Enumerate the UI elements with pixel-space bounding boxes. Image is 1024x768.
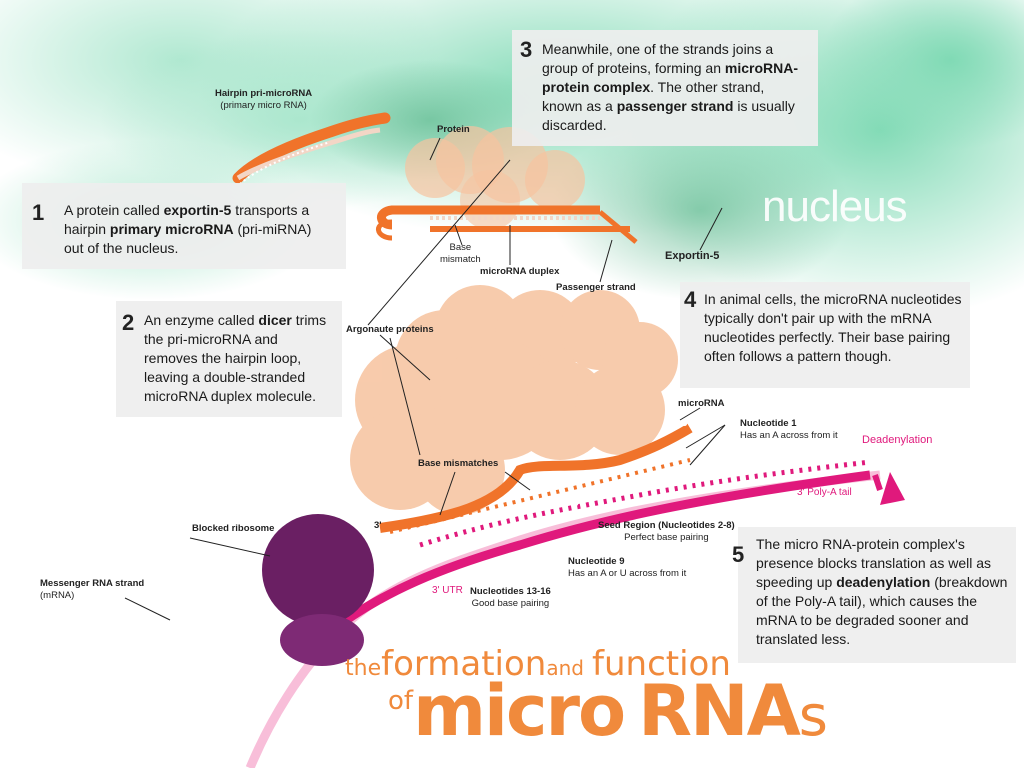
letter-u-label: U (572, 498, 579, 509)
protein-label: Protein (437, 124, 470, 135)
polya-tail-arrows (872, 472, 905, 505)
mrna-strand (245, 459, 881, 768)
base-mismatches-label: Base mismatches (418, 458, 499, 469)
microrna-duplex-label: microRNA duplex (480, 266, 560, 277)
step-1-box: 1 A protein called exportin-5 transports… (22, 183, 346, 269)
utr-label: 3' UTR (432, 585, 463, 596)
step-4-number: 4 (684, 287, 697, 312)
microrna-strand (379, 423, 693, 534)
step-1-number: 1 (32, 200, 45, 225)
step-5-number: 5 (732, 542, 745, 567)
step-3-number: 3 (520, 37, 533, 62)
five-prime-label: 5' (682, 418, 690, 429)
deadenylation-label: Deadenylation (862, 434, 933, 446)
hairpin-label: Hairpin pri-microRNA(primary micro RNA) (215, 88, 313, 111)
letter-a-label: A (680, 462, 687, 473)
step-5-text: The micro RNA-protein complex's presence… (756, 536, 1008, 647)
three-prime-label: 3' (374, 520, 382, 531)
step-2-text: An enzyme called dicer trims the pri-mic… (144, 312, 327, 404)
step-1-text: A protein called exportin-5 transports a… (64, 202, 312, 256)
callout-lines (124, 137, 726, 621)
blocked-ribosome-label: Blocked ribosome (192, 523, 275, 534)
microrna-duplex-graphic (376, 205, 638, 244)
seed-region-label: Seed Region (Nucleotides 2-8)Perfect bas… (598, 520, 735, 543)
base-mismatch-label: Base mismatch (440, 242, 481, 265)
step-5-box: 5 The micro RNA-protein complex's presen… (732, 527, 1016, 663)
exportin-protein (405, 126, 585, 230)
step-2-number: 2 (122, 310, 135, 335)
polya-label: 3' Poly-A tail (797, 487, 852, 498)
step-3-box: 3 Meanwhile, one of the strands joins a … (512, 30, 818, 146)
exportin5-label: Exportin-5 (665, 250, 720, 262)
passenger-strand-label: Passenger strand (556, 282, 636, 293)
step-4-text: In animal cells, the microRNA nucleotide… (704, 291, 962, 364)
step-4-box: 4 In animal cells, the microRNA nucleoti… (680, 282, 970, 388)
hairpin-pri-microrna (232, 112, 391, 185)
nucleus-label: nucleus (762, 182, 908, 231)
argonaute-label: Argonaute proteins (346, 324, 434, 335)
microrna-label: microRNA (678, 398, 725, 409)
step-2-box: 2 An enzyme called dicer trims the pri-m… (116, 301, 342, 417)
mrna-label: Messenger RNA strand(mRNA) (40, 578, 145, 601)
blocked-ribosome (262, 514, 374, 666)
argonaute-proteins (350, 285, 678, 515)
step-3-text: Meanwhile, one of the strands joins a gr… (542, 41, 799, 133)
